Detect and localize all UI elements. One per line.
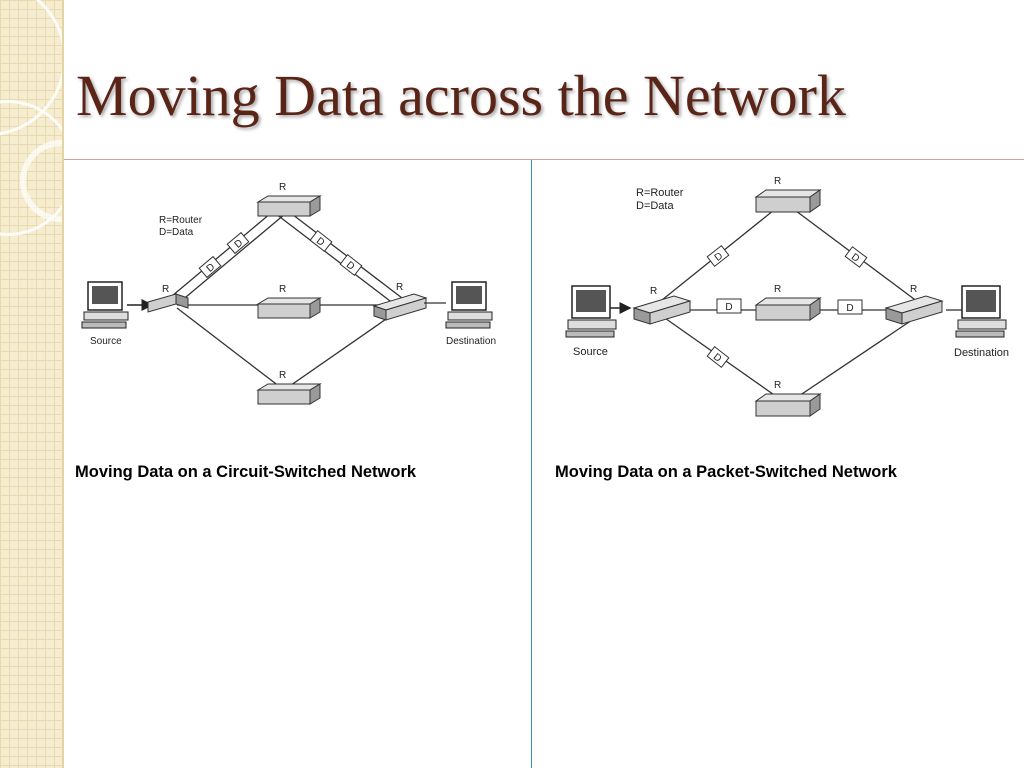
- source-computer-icon: [565, 285, 617, 338]
- svg-text:R: R: [650, 286, 657, 297]
- svg-text:R: R: [162, 284, 169, 295]
- svg-text:D: D: [725, 302, 732, 313]
- data-packet: D: [226, 231, 250, 255]
- packet-switched-caption: Moving Data on a Packet-Switched Network: [555, 463, 897, 481]
- legend-router: R=Router: [636, 187, 684, 199]
- destination-label: Destination: [446, 336, 496, 347]
- router-icon: R: [754, 380, 822, 417]
- data-packet: D: [339, 254, 363, 276]
- router-icon: R: [147, 284, 189, 313]
- data-packet: D: [706, 346, 730, 368]
- router-icon: R: [754, 176, 822, 213]
- circuit-switched-diagram: D D D D R R R R R: [81, 182, 496, 405]
- router-icon: R: [256, 370, 322, 405]
- source-label: Source: [573, 346, 608, 358]
- data-packet: D: [716, 298, 742, 314]
- svg-text:R: R: [279, 370, 286, 381]
- data-packet: D: [309, 230, 333, 252]
- svg-text:R: R: [774, 380, 781, 391]
- destination-computer-icon: [445, 281, 493, 329]
- destination-computer-icon: [955, 285, 1007, 338]
- svg-text:R: R: [279, 284, 286, 295]
- legend-data: D=Data: [159, 227, 194, 238]
- column-divider: [531, 160, 532, 768]
- source-label: Source: [90, 336, 122, 347]
- source-computer-icon: [81, 281, 129, 329]
- title-divider: [64, 159, 1024, 160]
- destination-label: Destination: [954, 347, 1009, 359]
- router-icon: R: [754, 284, 822, 321]
- svg-text:R: R: [774, 284, 781, 295]
- svg-text:R: R: [774, 176, 781, 187]
- circuit-switched-caption: Moving Data on a Circuit-Switched Networ…: [75, 463, 417, 481]
- svg-text:R: R: [910, 284, 917, 295]
- router-icon: R: [632, 286, 692, 325]
- data-packet: D: [837, 299, 863, 315]
- router-icon: R: [256, 182, 322, 217]
- slide-title: Moving Data across the Network: [76, 63, 846, 128]
- legend-router: R=Router: [159, 215, 203, 226]
- legend-data: D=Data: [636, 200, 674, 212]
- svg-text:D: D: [846, 303, 853, 314]
- router-icon: R: [372, 282, 428, 321]
- data-packet: D: [844, 246, 868, 268]
- svg-text:R: R: [279, 182, 286, 193]
- packet-switched-diagram: D D D D D R R R R: [565, 176, 1009, 417]
- svg-text:R: R: [396, 282, 403, 293]
- router-icon: R: [884, 284, 944, 325]
- data-packet: D: [706, 245, 730, 267]
- sidebar-edge: [62, 0, 64, 768]
- router-icon: R: [256, 284, 322, 319]
- data-packet: D: [198, 255, 222, 279]
- decorative-sidebar: [0, 0, 64, 768]
